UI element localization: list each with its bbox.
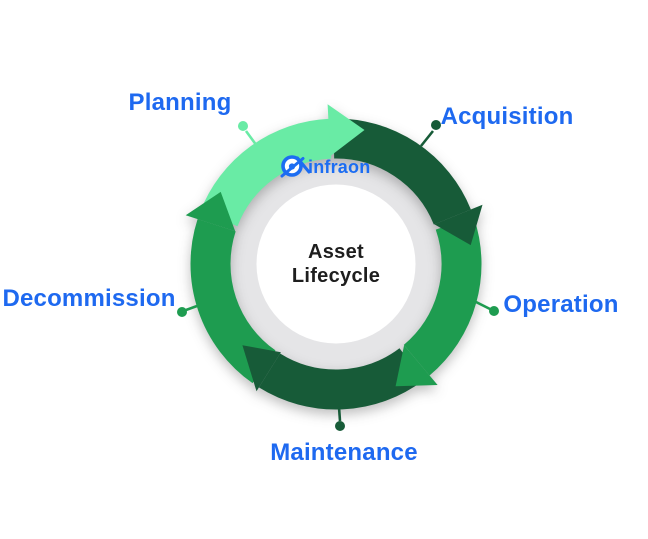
stage-decommission: Decommission — [2, 285, 198, 317]
arrow-decommission — [185, 191, 236, 232]
stage-operation: Operation — [475, 291, 618, 318]
stage-maintenance: Maintenance — [270, 406, 418, 466]
operation-label: Operation — [503, 291, 618, 318]
maintenance-label: Maintenance — [270, 439, 418, 466]
arrow-acquisition — [434, 204, 483, 246]
stage-planning: Planning — [129, 89, 259, 147]
maintenance-marker-dot — [335, 421, 345, 431]
stage-acquisition: Acquisition — [419, 103, 574, 147]
arc-maintenance — [258, 347, 424, 410]
operation-marker-stem — [475, 300, 491, 311]
arrow-maintenance — [242, 345, 281, 392]
acquisition-marker-dot — [431, 120, 441, 130]
inner-gray-ring — [219, 147, 453, 381]
infraon-logo-tail — [296, 156, 311, 174]
arc-operation — [403, 216, 482, 376]
operation-marker-dot — [489, 306, 499, 316]
center-title-line1: Asset — [308, 241, 364, 263]
planning-marker-dot — [238, 121, 248, 131]
planning-label: Planning — [129, 89, 232, 116]
decommission-marker-stem — [185, 304, 198, 312]
arrow-planning — [327, 104, 365, 157]
center-title: Asset Lifecycle — [292, 241, 380, 287]
acquisition-marker-stem — [419, 130, 435, 147]
acquisition-label: Acquisition — [441, 103, 574, 130]
decommission-label: Decommission — [2, 285, 175, 312]
arc-planning — [200, 118, 332, 227]
center-title-line2: Lifecycle — [292, 265, 380, 287]
infraon-logo-text: infraon — [308, 157, 370, 177]
planning-marker-stem — [244, 130, 259, 147]
arrow-operation — [395, 345, 438, 387]
cycle-arcs — [185, 104, 483, 410]
maintenance-marker-stem — [337, 406, 342, 422]
infraon-logo: infraon — [280, 155, 370, 178]
decommission-marker-dot — [177, 307, 187, 317]
arc-acquisition — [333, 118, 471, 226]
